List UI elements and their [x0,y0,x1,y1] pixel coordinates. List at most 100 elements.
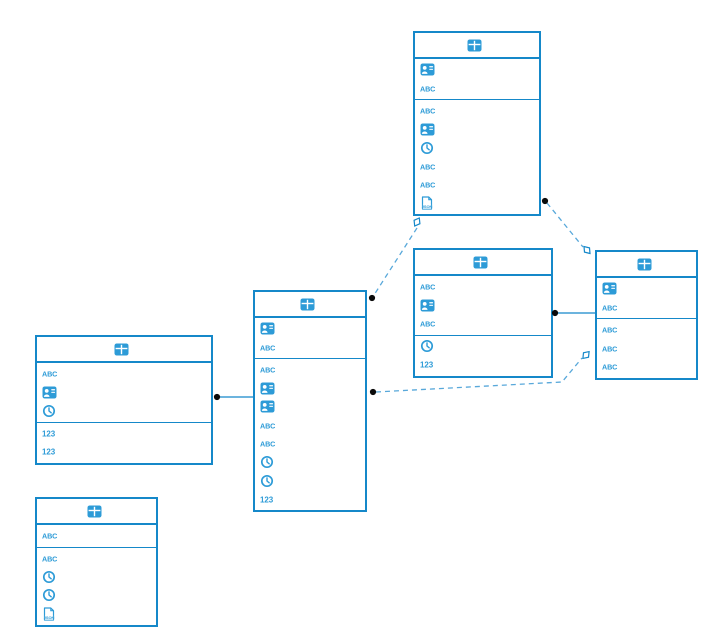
column-row[interactable] [597,280,696,299]
text-type-icon: ABC [420,162,435,171]
svg-text:ABC: ABC [42,532,57,541]
column-row[interactable]: ABC [255,416,365,435]
table-icon [637,258,651,270]
column-row[interactable]: ABC [597,339,696,358]
column-row[interactable] [37,383,211,402]
svg-text:ABC: ABC [42,370,57,379]
table-header[interactable] [597,252,696,278]
rides-vehicles-relation[interactable] [373,227,418,296]
column-row[interactable]: ABC [597,358,696,377]
key-columns-section: ABC [37,525,156,548]
column-row[interactable] [37,586,156,605]
column-row[interactable] [255,398,365,417]
svg-text:ABC: ABC [602,363,617,372]
text-type-icon: ABC [42,532,57,541]
numeric-type-icon: 123 [420,361,434,370]
table-header[interactable] [415,250,551,276]
svg-text:123: 123 [42,429,56,438]
key-columns-section: ABC [37,363,211,423]
clock-icon [260,474,274,487]
columns-section: ABC ABC ABC [597,319,696,378]
column-row[interactable]: 123 [415,356,551,375]
column-row[interactable]: ABC [37,365,211,384]
column-row[interactable] [37,568,156,587]
column-row[interactable]: ABC [597,298,696,317]
column-row[interactable]: ABC [415,157,539,176]
json-type-icon: JSON [422,196,433,210]
table-user_promo_codes[interactable]: ABC ABC 123 [413,248,553,378]
text-type-icon: ABC [420,107,435,116]
id-card-icon [420,123,435,136]
column-row[interactable] [255,320,365,339]
svg-text:ABC: ABC [602,344,617,353]
key-columns-section: ABC [597,278,696,319]
text-type-icon: ABC [602,344,617,353]
column-row[interactable]: ABC [415,315,551,334]
svg-text:ABC: ABC [260,366,275,375]
vehicles-users-relation[interactable] [546,202,584,248]
text-type-icon: ABC [260,366,275,375]
table-header[interactable] [415,33,539,59]
relation-dot-marker [369,388,377,396]
text-type-icon: ABC [602,363,617,372]
id-card-icon [260,322,275,335]
column-row[interactable]: ABC [255,338,365,357]
column-row[interactable]: ABC [255,435,365,454]
relation-diamond-marker [413,217,421,227]
column-row[interactable]: ABC [597,321,696,340]
column-row[interactable]: ABC [37,549,156,568]
column-row[interactable] [255,472,365,491]
key-columns-section: ABC ABC [415,276,551,336]
column-row[interactable] [255,453,365,472]
column-row[interactable]: ABC [255,361,365,380]
column-row[interactable] [415,337,551,356]
column-row[interactable]: JSON [415,194,539,213]
svg-text:ABC: ABC [420,107,435,116]
column-row[interactable] [415,61,539,80]
column-row[interactable] [415,120,539,139]
relation-diamond-marker [583,245,591,255]
column-row[interactable]: 123 [255,490,365,509]
relation-dot-marker [368,294,376,302]
key-columns-section: ABC [415,59,539,100]
svg-text:123: 123 [420,361,434,370]
column-row[interactable]: ABC [415,79,539,98]
svg-text:ABC: ABC [260,440,275,449]
id-card-icon [42,386,57,399]
text-type-icon: ABC [420,84,435,93]
table-users[interactable]: ABC ABC ABC ABC [595,250,698,380]
table-header[interactable] [37,499,156,525]
table-icon [473,256,488,268]
column-row[interactable]: ABC [37,527,156,546]
svg-text:ABC: ABC [602,303,617,312]
table-promo_codes[interactable]: ABC ABC JSON [35,497,158,627]
column-row[interactable] [415,139,539,158]
column-row[interactable]: ABC [415,102,539,121]
table-rides[interactable]: ABC ABC ABC ABC 123 [253,290,367,512]
column-row[interactable]: ABC [415,176,539,195]
numeric-type-icon: 123 [260,495,274,504]
column-row[interactable] [415,296,551,315]
table-vehicle_location_histories[interactable]: ABC 123 123 [35,335,213,465]
column-row[interactable]: 123 [37,424,211,443]
text-type-icon: ABC [420,320,435,329]
table-header[interactable] [255,292,365,318]
columns-section: 123 [415,336,551,376]
text-type-icon: ABC [260,421,275,430]
svg-text:ABC: ABC [420,320,435,329]
clock-icon [260,456,274,469]
column-row[interactable] [255,379,365,398]
table-header[interactable] [37,337,211,363]
column-row[interactable]: ABC [415,278,551,297]
id-card-icon [260,400,275,413]
column-row[interactable] [37,402,211,421]
text-type-icon: ABC [260,343,275,352]
column-row[interactable]: 123 [37,443,211,462]
text-type-icon: ABC [42,554,57,563]
columns-section: 123 123 [37,423,211,463]
column-row[interactable]: JSON [37,605,156,624]
svg-text:ABC: ABC [602,326,617,335]
id-card-icon [420,63,435,76]
